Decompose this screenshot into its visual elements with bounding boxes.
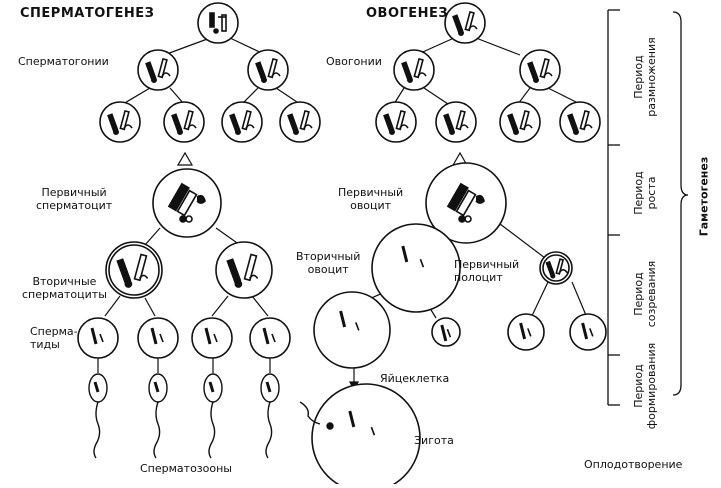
cell-oogonium: [519, 49, 561, 91]
period-multiplication: Период размножения: [632, 37, 658, 117]
cell-spermatogonium: [99, 101, 141, 143]
cell-oogonium: [559, 101, 601, 143]
cell-spermatogonium: [247, 49, 289, 91]
cell-oogonium: [393, 49, 435, 91]
cell-spermatogonium: [163, 101, 205, 143]
fertilizing-sperm: [299, 401, 334, 430]
label-oogonia: Овогонии: [326, 55, 382, 68]
cell-secondary-spermatocyte: [105, 241, 163, 299]
cell-secondary-oocyte: [371, 223, 461, 313]
cell-spermatogonium: [279, 101, 321, 143]
cell-oogonium: [375, 101, 417, 143]
period-bracket: [607, 9, 689, 406]
label-egg: Яйцеклетка: [380, 372, 450, 385]
cell-polar-body: [569, 313, 607, 351]
title-oogenesis: ОВОГЕНЕЗ: [366, 6, 449, 21]
period-formation: Период формирования: [632, 342, 658, 430]
cell-oogonium: [499, 101, 541, 143]
cell-spermatid: [191, 317, 233, 359]
cell-primary-spermatocyte: [152, 168, 222, 238]
label-spermatids: Сперма- тиды: [30, 325, 78, 351]
cell-oogonium-root: [444, 2, 486, 44]
spermatozoon: [88, 373, 108, 459]
label-fertilization: Оплодотворение: [584, 458, 683, 471]
cell-secondary-spermatocyte: [215, 241, 273, 299]
gametogenesis-label: Гаметогенез: [697, 156, 711, 237]
cell-polar-body: [431, 317, 461, 347]
cell-spermatid: [77, 317, 119, 359]
cell-spermatogonium: [137, 49, 179, 91]
cell-spermatogonium: [221, 101, 263, 143]
period-growth: Период роста: [632, 171, 658, 215]
spermatozoon: [148, 373, 168, 459]
label-spermatozoa: Сперматозооны: [140, 462, 232, 475]
label-zygote: Зигота: [414, 434, 454, 447]
cell-oogonium: [435, 101, 477, 143]
label-primary-oocyte: Первичный овоцит: [338, 186, 404, 212]
cell-spermatid: [249, 317, 291, 359]
cell-primary-oocyte: [425, 162, 507, 244]
sperm-lineage-lines: [97, 37, 301, 373]
cell-zygote: [311, 383, 421, 488]
spermatozoon: [203, 373, 223, 459]
cell-polar-body: [507, 313, 545, 351]
label-spermatogonia: Сперматогонии: [18, 55, 109, 68]
label-secondary-spermatocytes: Вторичные сперматоциты: [22, 275, 107, 301]
spermatozoon: [260, 373, 280, 459]
triangle-icon: [176, 151, 194, 166]
cell-spermatogonium-root: [197, 2, 239, 44]
label-primary-spermatocyte: Первичный сперматоцит: [36, 186, 113, 212]
cell-egg: [313, 291, 391, 369]
title-spermatogenesis: СПЕРМАТОГЕНЕЗ: [20, 6, 155, 21]
cell-spermatid: [137, 317, 179, 359]
cell-polar-body: [539, 251, 573, 285]
label-polar-body: Первичный полоцит: [454, 258, 520, 284]
period-maturation: Период созревания: [632, 260, 658, 328]
label-secondary-oocyte: Вторичный овоцит: [296, 250, 361, 276]
